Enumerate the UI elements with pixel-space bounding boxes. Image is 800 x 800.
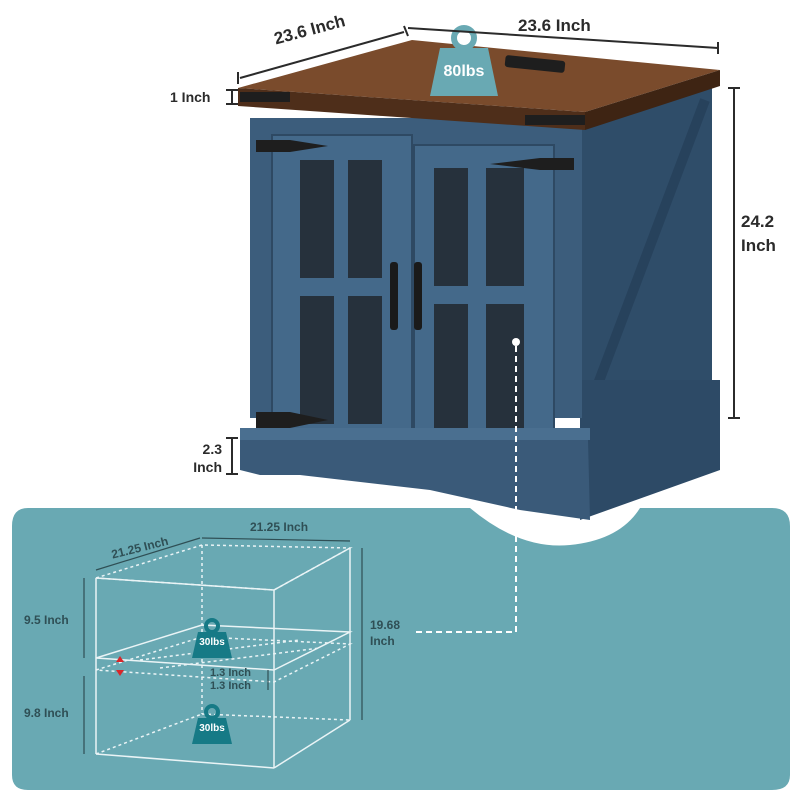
upper-shelf-capacity-label: 30lbs [199, 637, 225, 648]
top-capacity-label: 80lbs [443, 63, 485, 80]
lower-height-label: 9.8 Inch [24, 706, 69, 720]
left-handle [390, 262, 398, 330]
interior-dimension-lines [83, 537, 363, 754]
upper-shelf-weight-icon [192, 618, 232, 658]
lower-shelf-capacity-label: 30lbs [199, 723, 225, 734]
base-height-label: 2.3 Inch [193, 441, 222, 475]
right-handle [414, 262, 422, 330]
interior-width-label: 21.25 Inch [250, 520, 309, 534]
cabinet-base [240, 428, 590, 520]
upper-height-label: 9.5 Inch [24, 613, 69, 627]
top-width-right-label: 23.6 Inch [518, 16, 591, 35]
total-height-label: 19.68 Inch [370, 618, 401, 648]
left-door [271, 134, 413, 444]
interior-box [95, 544, 353, 769]
shelf-thickness-label-2: 1.3 Inch [210, 680, 251, 692]
wood-top-front-edge [238, 88, 585, 130]
top-thickness-label: 1 Inch [170, 89, 211, 105]
lower-shelf-weight-icon [192, 704, 232, 744]
height-label: 24.2 Inch [741, 212, 776, 255]
weight-icon [430, 25, 498, 96]
dimension-lines [226, 25, 740, 475]
shelf-thickness-label-1: 1.3 Inch [210, 667, 251, 679]
